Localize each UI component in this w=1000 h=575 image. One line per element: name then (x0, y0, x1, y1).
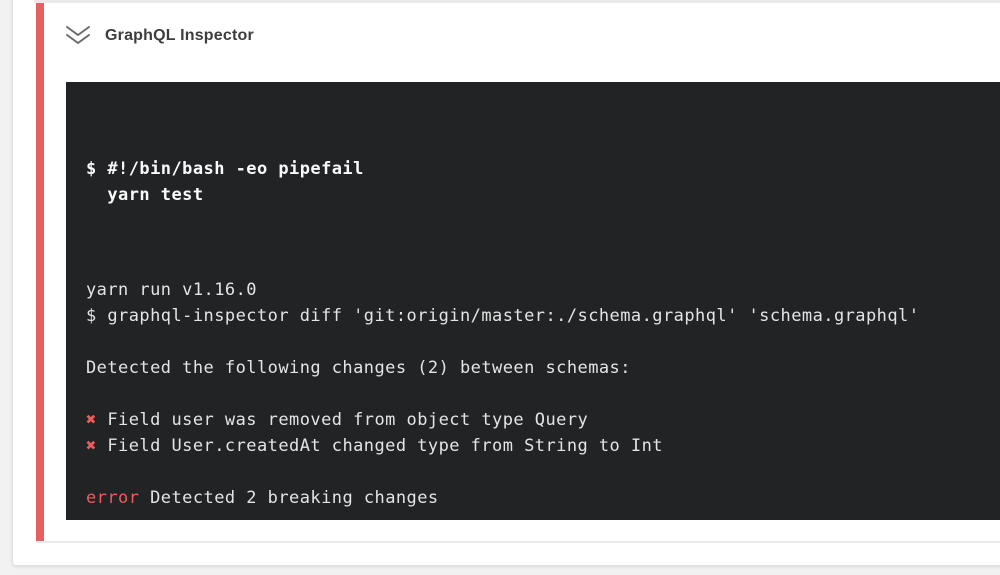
terminal-line: ✖ Field user was removed from object typ… (86, 410, 589, 430)
double-chevron-down-icon[interactable] (64, 25, 92, 47)
step-title: GraphQL Inspector (105, 27, 254, 44)
failed-step-indicator-stripe (36, 3, 44, 542)
terminal-line: ✖ Field User.createdAt changed type from… (86, 436, 663, 456)
terminal-line (86, 381, 990, 407)
step-header[interactable]: GraphQL Inspector (64, 22, 254, 50)
terminal-line (86, 459, 990, 485)
terminal-line: $ graphql-inspector diff 'git:origin/mas… (86, 306, 920, 326)
terminal-line: Detected the following changes (2) betwe… (86, 358, 631, 378)
error-label: error (86, 488, 140, 508)
terminal-output-block: yarn run v1.16.0 $ graphql-inspector diff… (86, 277, 990, 520)
terminal-output: $ #!/bin/bash -eo pipefail yarn test yar… (66, 82, 1000, 520)
breaking-change-x-icon: ✖ (86, 436, 97, 456)
terminal-command-line: $ #!/bin/bash -eo pipefail (86, 159, 364, 179)
terminal-command-line: yarn test (86, 185, 204, 205)
terminal-line: yarn run v1.16.0 (86, 280, 257, 300)
section-bottom-divider (36, 541, 1000, 543)
terminal-line (86, 329, 990, 355)
section-top-divider (34, 0, 1000, 3)
terminal-line: error Detected 2 breaking changes (86, 488, 439, 508)
terminal-command-block: $ #!/bin/bash -eo pipefail yarn test (86, 156, 990, 208)
terminal-line (86, 511, 990, 520)
breaking-change-x-icon: ✖ (86, 410, 97, 430)
